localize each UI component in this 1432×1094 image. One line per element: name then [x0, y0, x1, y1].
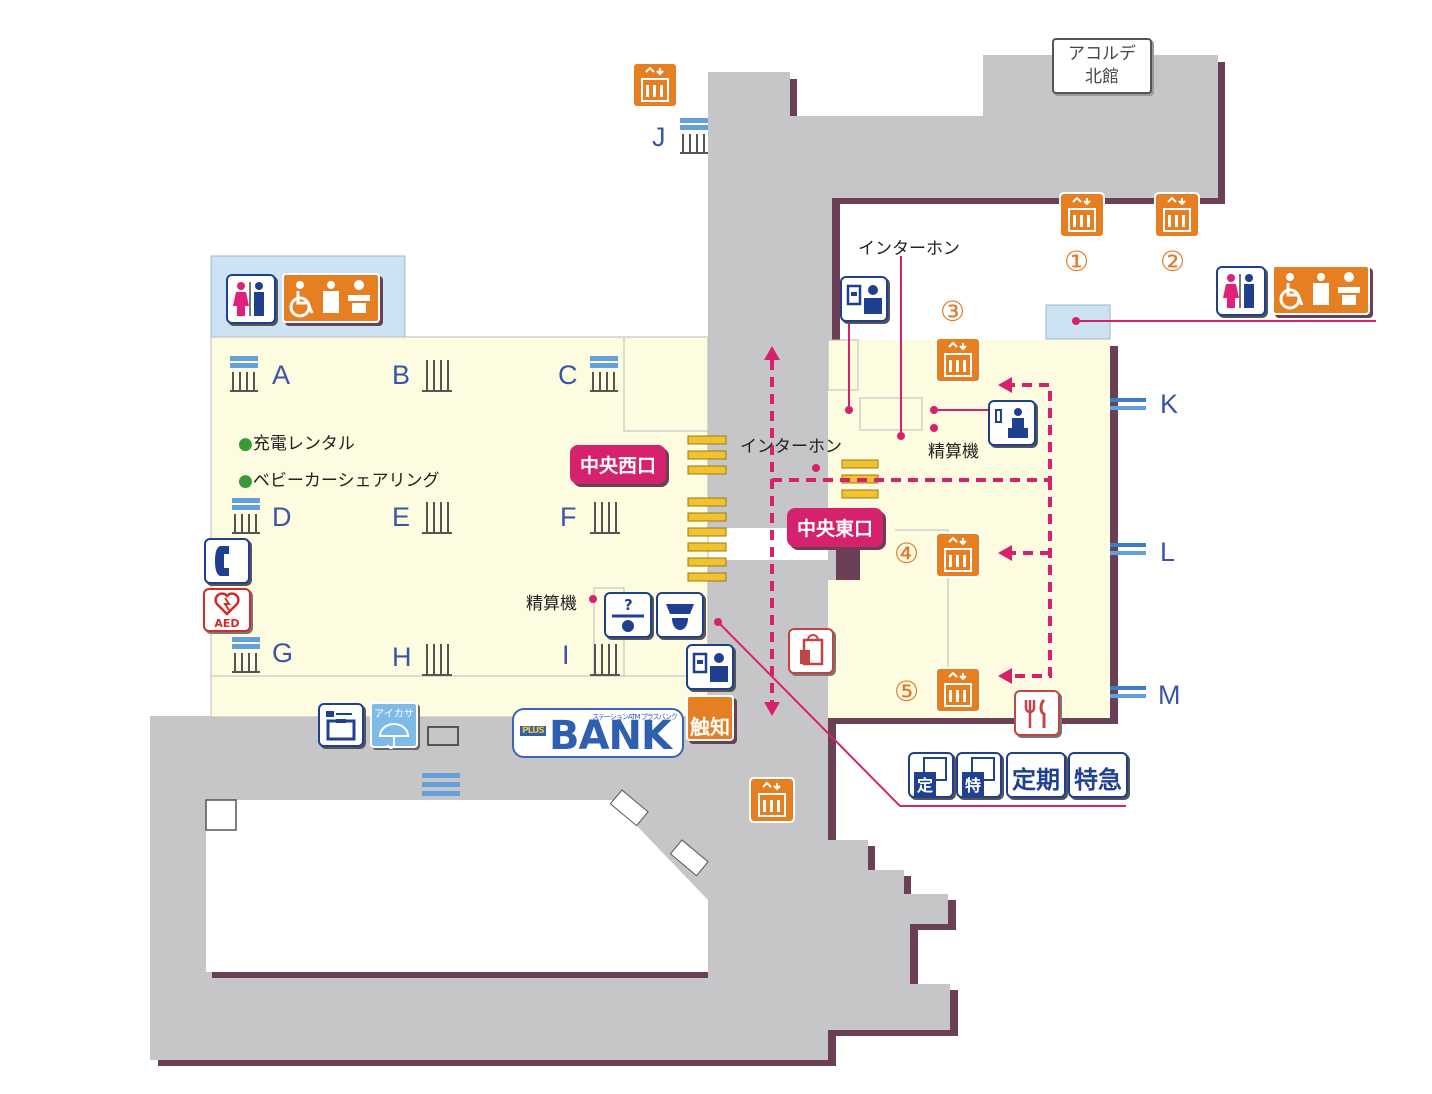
exit-h: H	[392, 642, 412, 672]
baby-care-icon	[988, 400, 1036, 446]
restroom-icon-east	[1216, 266, 1266, 316]
stroller-sharing-label: ●ベビーカーシェアリング	[238, 466, 440, 491]
commuter-pass-char: 定	[914, 772, 937, 796]
police-officer-icon	[656, 592, 704, 638]
stroller-sharing-text: ベビーカーシェアリング	[252, 471, 440, 491]
aed-text: AED	[214, 617, 240, 630]
elevator-number-2: ②	[1160, 245, 1186, 278]
leader-lines	[717, 256, 1376, 807]
limited-express-char: 特	[962, 772, 985, 796]
shopping-bag-icon	[788, 628, 834, 674]
intercom-station-icon	[840, 276, 888, 322]
bank-subtitle-text: ステーションATM プラスバンク	[592, 713, 678, 721]
bullet-dot: ●	[238, 471, 253, 491]
limited-express-sign-text: 特急	[1074, 766, 1122, 794]
route-arrowheads	[764, 346, 1012, 716]
exit-c: C	[558, 360, 578, 390]
charging-rental-label: ●充電レンタル	[238, 429, 355, 454]
courtyard	[206, 800, 708, 978]
exit-a: A	[272, 360, 291, 390]
exit-b: B	[392, 360, 411, 390]
charging-rental-text: 充電レンタル	[252, 434, 355, 454]
lost-and-found-icon: ?	[604, 592, 652, 638]
elevator-number-5: ⑤	[894, 675, 920, 708]
bank-main-text: BANK	[549, 713, 672, 759]
limited-express-sign-icon: 特急	[1068, 752, 1128, 798]
central-west-gate-label: 中央西口	[570, 445, 667, 484]
tactile-map-icon: 触知	[686, 695, 734, 741]
exit-k: K	[1160, 389, 1179, 419]
restaurant-icon	[1014, 690, 1060, 736]
exit-l: L	[1160, 537, 1176, 567]
bank-plus-text: PLUS	[520, 726, 546, 736]
intercom-label-top: インターホン	[858, 239, 960, 259]
limited-express-machine-icon: 特	[956, 752, 1002, 798]
accessible-toilet-baby-icon	[282, 273, 380, 323]
restroom-icon	[226, 274, 276, 324]
accessible-toilet-baby-icon-east	[1272, 265, 1370, 315]
fare-adjust-east-label: 精算機	[928, 442, 979, 462]
tactile-map-text: 触知	[690, 715, 730, 739]
exit-e: E	[392, 502, 411, 532]
telephone-icon	[204, 538, 250, 584]
exit-m: M	[1158, 680, 1181, 710]
commuter-pass-machine-icon: 定	[908, 752, 954, 798]
building-name-line2: 北館	[1085, 67, 1119, 87]
fare-adjust-west-label: 精算機	[526, 594, 577, 614]
umbrella-share-icon: アイカサ	[370, 702, 418, 749]
exit-g: G	[272, 638, 294, 668]
plus-bank-atm-logo: PLUS ステーションATM プラスバンク BANK	[512, 708, 684, 759]
aed-icon: AED	[203, 588, 251, 632]
building-name-line1: アコルデ	[1068, 44, 1136, 64]
umbrella-share-text: アイカサ	[374, 709, 414, 720]
central-east-gate-label: 中央東口	[787, 508, 884, 547]
acorde-north-building: アコルデ 北館	[1052, 38, 1152, 94]
bullet-dot: ●	[238, 434, 253, 454]
route-dashed	[770, 360, 1052, 705]
elevator-number-1: ①	[1064, 245, 1090, 278]
intercom-station-icon-west	[686, 644, 734, 690]
elevator-number-3: ③	[940, 295, 966, 328]
west-concourse	[210, 255, 709, 718]
exit-f: F	[560, 502, 577, 532]
elevator-number-4: ④	[894, 537, 920, 570]
leader-dots	[589, 317, 1080, 626]
coin-locker-icon	[318, 703, 364, 747]
commuter-pass-sign-text: 定期	[1012, 766, 1060, 794]
svg-text:?: ?	[624, 596, 633, 614]
exit-d: D	[272, 502, 292, 532]
commuter-pass-sign-icon: 定期	[1006, 752, 1066, 798]
intercom-label-mid: インターホン	[740, 437, 842, 457]
exit-i: I	[562, 640, 570, 670]
exit-j: J	[652, 122, 666, 152]
stairs	[205, 118, 709, 877]
